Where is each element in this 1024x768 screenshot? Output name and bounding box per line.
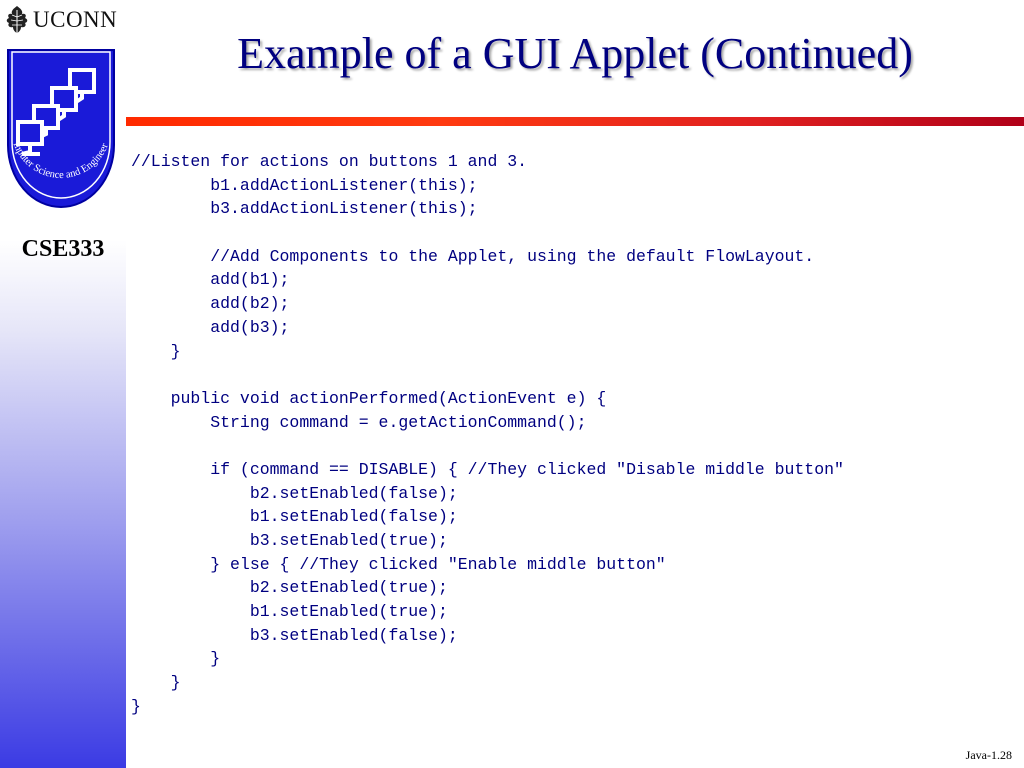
- code-line: }: [131, 696, 141, 716]
- title-divider-bar: [126, 117, 1024, 126]
- code-line: //Add Components to the Applet, using th…: [131, 246, 815, 266]
- code-line: add(b1);: [131, 270, 290, 290]
- code-line: b2.setEnabled(true);: [131, 578, 448, 598]
- code-line: String command = e.getActionCommand();: [131, 412, 587, 432]
- code-block: //Listen for actions on buttons 1 and 3.…: [131, 150, 1016, 719]
- sidebar: UCONN Computer Science and Engineering C…: [0, 0, 126, 768]
- code-line: b2.setEnabled(false);: [131, 483, 458, 503]
- code-line: public void actionPerformed(ActionEvent …: [131, 388, 607, 408]
- code-line: add(b2);: [131, 294, 290, 314]
- code-line: b3.setEnabled(false);: [131, 625, 458, 645]
- uconn-logo: UCONN: [4, 4, 117, 36]
- code-line: [131, 363, 1016, 387]
- code-line: b3.addActionListener(this);: [131, 199, 478, 219]
- code-line: } else { //They clicked "Enable middle b…: [131, 554, 666, 574]
- code-line: b1.addActionListener(this);: [131, 175, 478, 195]
- code-line: }: [131, 649, 221, 669]
- code-line: [131, 434, 1016, 458]
- code-line: if (command == DISABLE) { //They clicked…: [131, 459, 844, 479]
- code-line: b3.setEnabled(true);: [131, 531, 448, 550]
- uconn-logo-text: UCONN: [33, 7, 118, 32]
- slide-title: Example of a GUI Applet (Continued): [237, 29, 913, 78]
- code-line: }: [131, 673, 181, 693]
- oak-leaf-icon: [6, 6, 28, 34]
- code-line: }: [131, 341, 181, 361]
- code-line: [131, 221, 1016, 245]
- slide-number: Java-1.28: [965, 748, 1012, 762]
- code-line: b1.setEnabled(false);: [131, 507, 458, 527]
- code-line: add(b3);: [131, 317, 290, 337]
- course-label: CSE333: [21, 236, 105, 262]
- cse-department-seal-icon: Computer Science and Engineering: [0, 40, 115, 208]
- code-line: b1.setEnabled(true);: [131, 602, 448, 622]
- code-line: //Listen for actions on buttons 1 and 3.: [131, 152, 528, 171]
